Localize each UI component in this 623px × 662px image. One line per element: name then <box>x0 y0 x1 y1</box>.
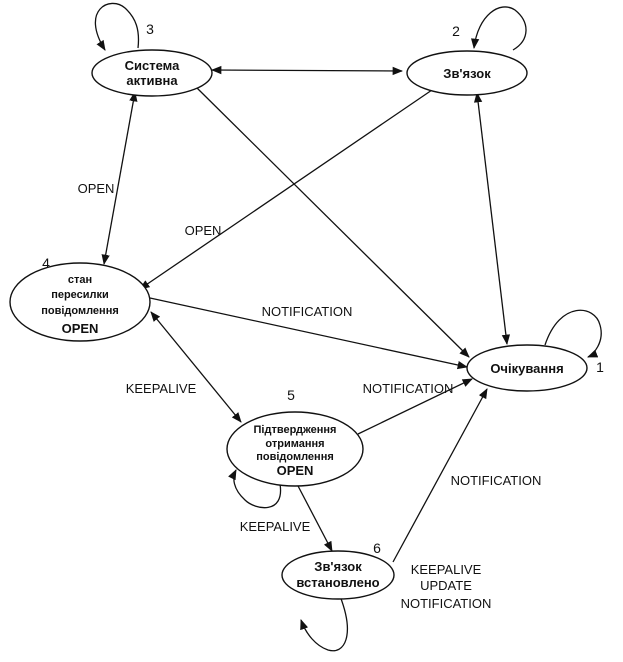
edge-confirm-established <box>296 483 333 552</box>
state-send-line4: OPEN <box>62 321 99 336</box>
label-notification-top: NOTIFICATION <box>262 304 353 319</box>
label-notification-mid: NOTIFICATION <box>363 381 454 396</box>
state-connection: Зв'язок 2 <box>406 23 528 96</box>
state-send: стан пересилки повідомлення OPEN 4 <box>9 255 151 342</box>
state-confirm-line1: Підтвердження <box>254 424 337 436</box>
edge-confirm-waiting <box>357 378 473 435</box>
label-keepalive-left: KEEPALIVE <box>126 381 197 396</box>
state-system-active-line2: активна <box>126 73 178 88</box>
label-self-update: UPDATE <box>420 578 472 593</box>
state-system-active: Система активна 3 <box>91 21 213 97</box>
state-confirm-line4: OPEN <box>277 463 314 478</box>
edge-send-confirm <box>150 311 242 423</box>
state-established-line2: встановлено <box>296 575 379 590</box>
edge-send-waiting <box>149 297 469 370</box>
state-system-active-line1: Система <box>125 58 180 73</box>
edge-connection-waiting <box>473 91 511 346</box>
state-established-line1: Зв'язок <box>314 559 362 574</box>
edge-established-waiting <box>392 388 488 563</box>
state-send-line1: стан <box>68 274 92 286</box>
state-send-line3: повідомлення <box>41 305 119 317</box>
state-number-2: 2 <box>452 23 460 39</box>
label-self-notification: NOTIFICATION <box>401 596 492 611</box>
state-waiting-label: Очікування <box>490 361 563 376</box>
state-number-3: 3 <box>146 21 154 37</box>
state-confirm-line2: отримання <box>265 438 324 450</box>
self-loop-waiting <box>544 309 602 358</box>
self-loop-confirm <box>228 469 282 509</box>
edge-system-send <box>101 90 138 266</box>
label-open-center: OPEN <box>185 223 222 238</box>
state-number-4: 4 <box>42 255 50 271</box>
state-number-5: 5 <box>287 387 295 403</box>
state-established: Зв'язок встановлено 6 <box>281 540 395 600</box>
edge-system-connection <box>210 65 404 76</box>
label-open-left: OPEN <box>78 181 115 196</box>
state-connection-label: Зв'язок <box>443 66 491 81</box>
edge-system-waiting <box>196 87 470 358</box>
self-loop-established <box>300 595 348 652</box>
self-loop-system <box>94 2 140 51</box>
self-loop-connection <box>471 6 527 51</box>
state-number-1: 1 <box>596 359 604 375</box>
state-waiting: Очікування 1 <box>466 344 604 392</box>
label-notification-right: NOTIFICATION <box>451 473 542 488</box>
label-keepalive-bottom: KEEPALIVE <box>240 519 311 534</box>
state-confirm: Підтвердження отримання повідомлення OPE… <box>226 387 364 487</box>
label-self-keepalive: KEEPALIVE <box>411 562 482 577</box>
state-confirm-line3: повідомлення <box>256 451 334 463</box>
edge-connection-send <box>139 89 433 290</box>
state-send-line2: пересилки <box>51 289 109 301</box>
state-number-6: 6 <box>373 540 381 556</box>
